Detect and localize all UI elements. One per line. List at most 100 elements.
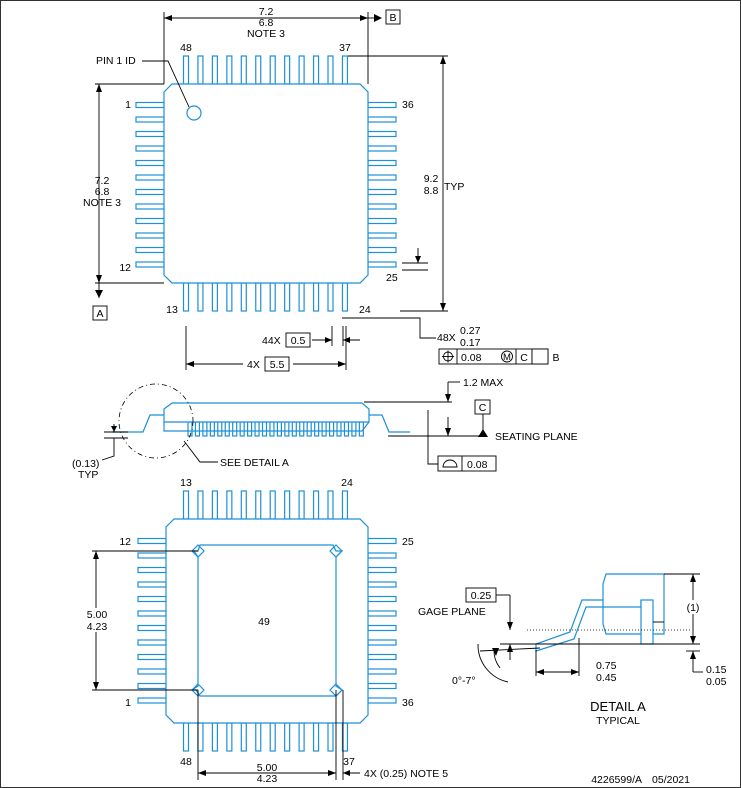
bottom-view-right-leads (367, 537, 397, 704)
package-lead (240, 55, 247, 85)
datum-c-box (474, 399, 491, 415)
package-lead (226, 722, 233, 752)
see-detail-label: SEE DETAIL A (220, 457, 289, 469)
left-height-min: 6.8 (95, 186, 110, 198)
package-lead (137, 682, 167, 690)
package-lead (197, 282, 204, 312)
package-lead (135, 145, 165, 152)
package-lead (197, 55, 204, 85)
fcf-datum-1: C (520, 352, 528, 364)
package-lead (284, 490, 291, 520)
package-lead (137, 566, 167, 574)
package-lead (312, 282, 320, 312)
package-lead (367, 653, 397, 661)
package-lead (240, 282, 247, 312)
row-box (264, 356, 290, 372)
package-lead (135, 188, 165, 196)
package-lead (135, 101, 165, 109)
side-lead (194, 421, 201, 437)
package-lead (137, 653, 167, 661)
side-lead (217, 421, 223, 437)
bv-pin-48: 48 (180, 756, 192, 768)
package-lead (269, 55, 276, 85)
gage-plane-label: GAGE PLANE (418, 606, 486, 618)
pin1-marker (186, 105, 202, 121)
package-lead (240, 490, 247, 520)
package-lead (367, 145, 397, 152)
package-lead (341, 490, 349, 520)
drawing-number: 4226599/A (591, 774, 642, 786)
package-lead (269, 722, 276, 752)
bv-pin-1: 1 (125, 697, 131, 709)
package-lead (312, 55, 320, 85)
bottom-view-bottom-leads (182, 722, 349, 752)
package-lead (137, 581, 167, 588)
side-lead (239, 421, 245, 437)
package-lead (137, 537, 167, 545)
pin-48-top: 48 (180, 42, 192, 54)
bv-pin-37: 37 (343, 756, 355, 768)
datum-a-label: A (96, 308, 103, 320)
top-view-left-leads (135, 101, 165, 268)
package-lead (367, 566, 397, 574)
datum-c-label: C (479, 402, 487, 414)
package-lead (312, 490, 320, 520)
package-lead (367, 203, 397, 210)
side-lead (224, 421, 230, 437)
detail-subtitle: TYPICAL (596, 715, 640, 727)
package-lead (367, 610, 397, 617)
side-lead (254, 421, 260, 437)
detail-a-callout-circle (118, 383, 194, 459)
fcf-modifier: M (503, 352, 511, 363)
package-lead (226, 490, 233, 520)
package-lead (367, 246, 397, 254)
top-width-min: 6.8 (259, 17, 274, 29)
exposed-thermal-pad (190, 544, 344, 697)
pin1-id-label: PIN 1 ID (96, 55, 136, 67)
package-lead (211, 282, 218, 312)
pad-height-max: 5.00 (87, 609, 108, 621)
side-lead (358, 421, 364, 437)
corner-note: 4X (0.25) NOTE 5 (364, 768, 448, 780)
side-lead (291, 421, 297, 437)
top-width-max: 7.2 (259, 6, 274, 18)
package-lead (341, 282, 349, 312)
package-lead (255, 490, 262, 520)
top-view-bottom-leads (182, 282, 349, 312)
package-lead (284, 282, 291, 312)
top-width-note: NOTE 3 (247, 28, 285, 40)
side-lead (336, 421, 342, 437)
package-lead (182, 490, 190, 520)
package-lead (137, 624, 167, 632)
package-lead (255, 282, 262, 312)
bottom-view-top-leads (182, 490, 349, 520)
package-lead (284, 55, 291, 85)
pad-width-min: 4.23 (257, 773, 278, 785)
package-lead (298, 490, 305, 520)
package-lead (269, 282, 276, 312)
pin-24-bottom: 24 (359, 304, 371, 316)
package-lead (182, 282, 190, 312)
package-lead (211, 55, 218, 85)
side-lead (306, 421, 312, 437)
package-lead (327, 722, 334, 752)
package-lead (367, 116, 397, 123)
package-lead (135, 232, 165, 239)
pitch-prefix: 44X (262, 335, 281, 347)
side-lead (328, 421, 335, 437)
bottom-view: 49 13 24 12 1 25 36 48 37 5.00 4.23 5.00… (80, 477, 448, 785)
side-lead (209, 421, 215, 437)
side-lead (351, 421, 357, 437)
package-lead (367, 217, 397, 225)
span-min: 8.8 (424, 185, 439, 197)
pad-width-max: 5.00 (257, 762, 278, 774)
package-lead (367, 130, 397, 138)
package-lead (367, 697, 397, 704)
detail-height-ref: (1) (687, 602, 700, 614)
package-lead (226, 55, 233, 85)
side-lead (261, 421, 268, 437)
pin-37-top: 37 (339, 42, 351, 54)
package-lead (367, 639, 397, 646)
package-lead (367, 101, 397, 109)
